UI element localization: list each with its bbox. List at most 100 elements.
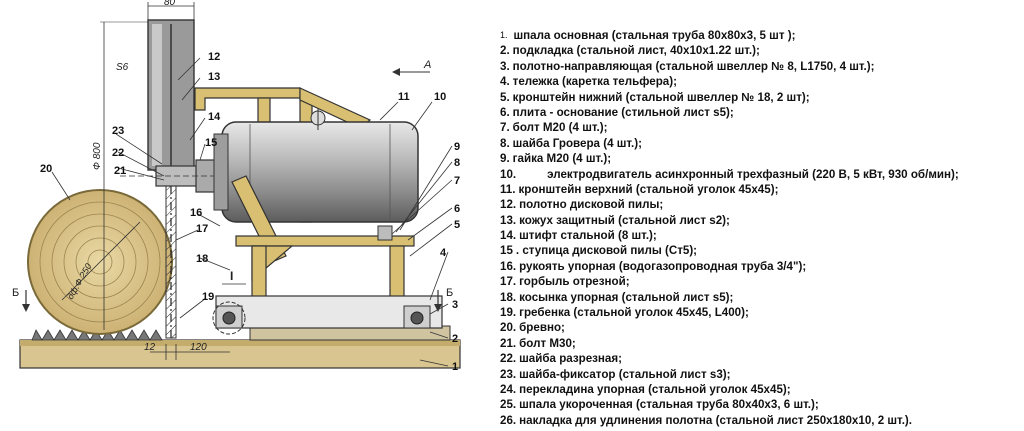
- legend-item: 23.шайба-фиксатор (стальной лист s3);: [500, 367, 1020, 382]
- dimension-bottom: 12 120: [144, 342, 230, 360]
- legend-item: 8.шайба Гровера (4 шт.);: [500, 136, 1020, 151]
- legend-item: 5.кронштейн нижний (стальной швеллер № 1…: [500, 90, 1020, 105]
- callout-5: 5: [454, 219, 460, 231]
- callout-19: 19: [202, 291, 214, 303]
- legend-item-text: тележка (каретка тельфера);: [512, 75, 677, 89]
- dimension-top: 80: [147, 0, 195, 20]
- legend-item-number: 6.: [500, 105, 510, 119]
- dimension-bottom-right: 120: [190, 342, 207, 353]
- callout-12: 12: [208, 51, 220, 63]
- legend-item-text: шпала укороченная (стальная труба 80х40х…: [519, 398, 819, 412]
- legend-item-number: 18.: [500, 290, 517, 304]
- legend-item-text: шайба-фиксатор (стальной лист s3);: [519, 367, 731, 381]
- legend-item-number: 1.: [500, 30, 508, 40]
- legend-item-number: 26.: [500, 413, 517, 427]
- dimension-diameter: Ф 800: [92, 21, 148, 330]
- legend-item-number: 14.: [500, 229, 517, 243]
- dimension-bottom-left: 12: [144, 342, 156, 353]
- legend-item-text: перекладина упорная (стальной уголок 45х…: [519, 382, 791, 396]
- callout-1: 1: [452, 361, 458, 373]
- legend-item-number: 16.: [500, 259, 517, 273]
- legend-item-number: 23.: [500, 367, 517, 381]
- legend-item-number: 3.: [500, 59, 510, 73]
- legend-item-text: электродвигатель асинхронный трехфазный …: [547, 167, 959, 181]
- legend-item-text: кронштейн верхний (стальной уголок 45х45…: [518, 182, 779, 196]
- callout-numbers: 12 13 14 15 11 10 9 8 7 6 5 4 3 2 1 16 1…: [40, 51, 460, 373]
- detail-mark: I: [222, 269, 246, 285]
- legend-item-number: 17.: [500, 275, 517, 289]
- dimension-diameter-label: Ф 800: [92, 142, 103, 170]
- svg-text:Б: Б: [12, 287, 19, 299]
- legend-item-text: плита - основание (стильной лист s5);: [512, 105, 734, 119]
- legend-item: 24.перекладина упорная (стальной уголок …: [500, 382, 1020, 397]
- legend-item: 9.гайка М20 (4 шт.);: [500, 151, 1020, 166]
- legend-item-number: 24.: [500, 382, 517, 396]
- blade-guard: [147, 19, 195, 171]
- s6-label: S6: [116, 62, 129, 73]
- parts-legend: 1. шпала основная (стальная труба 80х80х3…: [500, 28, 1020, 428]
- legend-item: 10. электродвигатель асинхронный трехфазн…: [500, 167, 1020, 182]
- dimension-top-label: 80: [164, 0, 176, 8]
- callout-18: 18: [196, 253, 208, 265]
- section-mark-left: Б: [12, 287, 30, 312]
- legend-item-text: болт М30;: [519, 336, 576, 350]
- legend-item: 21.болт М30;: [500, 336, 1020, 351]
- legend-item-text: штифт стальной (8 шт.);: [519, 229, 657, 243]
- legend-item: 26.накладка для удлинения полотна (сталь…: [500, 413, 1020, 428]
- legend-item-number: 10.: [500, 167, 517, 181]
- svg-text:А: А: [423, 59, 431, 71]
- hub: [120, 159, 236, 193]
- legend-item-number: 9.: [500, 152, 510, 166]
- callout-4: 4: [440, 247, 447, 259]
- legend-item: 14.штифт стальной (8 шт.);: [500, 228, 1020, 243]
- legend-item-text: шпала основная (стальная труба 80х80х3, …: [513, 29, 796, 42]
- callout-20: 20: [40, 163, 52, 175]
- callout-11: 11: [398, 91, 410, 103]
- log: [27, 189, 173, 335]
- legend-item: 22.шайба разрезная;: [500, 351, 1020, 366]
- legend-item-text: шайба Гровера (4 шт.);: [512, 136, 643, 150]
- legend-item-text: бревно;: [519, 321, 565, 335]
- callout-3: 3: [452, 299, 458, 311]
- callout-6: 6: [454, 203, 460, 215]
- svg-text:Б: Б: [446, 287, 453, 299]
- legend-item-text: косынка упорная (стальной лист s5);: [519, 290, 734, 304]
- legend-item-number: 13.: [500, 213, 517, 227]
- legend-item: 19.гребенка (стальной уголок 45х45, L400…: [500, 305, 1020, 320]
- legend-item: 3.полотно-направляющая (стальной швеллер…: [500, 59, 1020, 74]
- legend-item-text: полотно-направляющая (стальной швеллер №…: [512, 59, 875, 73]
- legend-item-number: 19.: [500, 306, 517, 320]
- callout-7: 7: [454, 175, 460, 187]
- legend-item-number: 12.: [500, 198, 517, 212]
- legend-item: 1. шпала основная (стальная труба 80х80х3…: [500, 28, 1020, 43]
- legend-item-number: 25.: [500, 398, 517, 412]
- legend-item: 20.бревно;: [500, 320, 1020, 335]
- legend-item: 18.косынка упорная (стальной лист s5);: [500, 290, 1020, 305]
- legend-item: 2.подкладка (стальной лист, 40х10х1.22 ш…: [500, 43, 1020, 58]
- saw-assembly-drawing: 80 Ф 800 S6 дф.Ф 250 12 120 Б Б А I: [12, 0, 461, 373]
- legend-item-number: 11.: [500, 182, 516, 196]
- callout-10: 10: [434, 91, 446, 103]
- legend-item: 12.полотно дисковой пилы;: [500, 197, 1020, 212]
- legend-item-text: гайка М20 (4 шт.);: [512, 152, 612, 166]
- legend-item-text: кожух защитный (стальной лист s2);: [519, 213, 730, 227]
- legend-item: 16.рукоять упорная (водогазопроводная тр…: [500, 259, 1020, 274]
- legend-item-number: 8.: [500, 136, 510, 150]
- saw-blade: [165, 169, 177, 340]
- legend-item: 11.кронштейн верхний (стальной уголок 45…: [500, 182, 1020, 197]
- legend-item-number: 15: [500, 244, 513, 258]
- legend-item-text: накладка для удлинения полотна (стальной…: [519, 413, 913, 427]
- callout-8: 8: [454, 157, 460, 169]
- callout-21: 21: [114, 165, 126, 177]
- view-arrow: А: [392, 59, 431, 76]
- legend-item-text: гребенка (стальной уголок 45х45, L400);: [519, 306, 749, 320]
- svg-text:I: I: [230, 269, 233, 283]
- legend-item-number: 2.: [500, 44, 510, 58]
- legend-item-number: 5.: [500, 90, 510, 104]
- callouts: [51, 57, 453, 367]
- callout-2: 2: [452, 333, 458, 345]
- legend-item-number: 7.: [500, 121, 510, 135]
- section-mark-right: Б: [434, 287, 453, 312]
- legend-item-text: рукоять упорная (водогазопроводная труба…: [519, 259, 807, 273]
- legend-item-text: горбыль отрезной;: [519, 275, 630, 289]
